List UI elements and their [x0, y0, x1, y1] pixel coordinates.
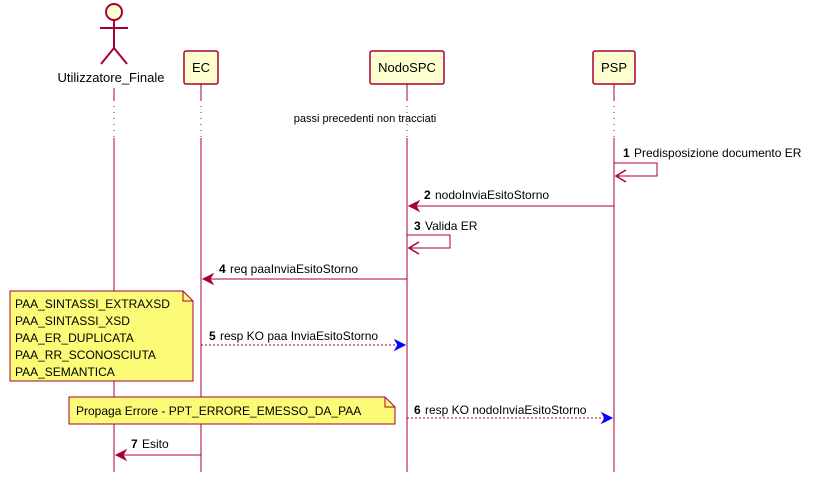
message-7-arrowhead: [114, 448, 128, 462]
actor-user: Utilizzatore_Finale: [58, 3, 165, 85]
message-5-label: resp KO paa InviaEsitoStorno: [220, 329, 378, 343]
participant-nodo: NodoSPC: [369, 50, 445, 85]
note-errors-line-4: PAA_RR_SCONOSCIUTA: [15, 348, 156, 362]
note-errors-line-2: PAA_SINTASSI_XSD: [15, 314, 130, 328]
message-1-number: 1: [623, 146, 630, 160]
note-errors-line-1: PAA_SINTASSI_EXTRAXSD: [15, 297, 170, 311]
message-6-label: resp KO nodoInviaEsitoStorno: [425, 403, 587, 417]
note-errors-line-3: PAA_ER_DUPLICATA: [15, 331, 134, 345]
note-errors-line-5: PAA_SEMANTICA: [15, 365, 115, 379]
message-5-arrowhead: [393, 338, 407, 352]
actor-head-icon: [105, 3, 123, 21]
note-errors-box: [9, 290, 194, 382]
note-propaga: Propaga Errore - PPT_ERRORE_EMESSO_DA_PA…: [68, 396, 396, 425]
message-5-number: 5: [209, 329, 216, 343]
message-4-number: 4: [219, 262, 226, 276]
message-1-line: [614, 162, 658, 177]
participant-box-psp: [592, 50, 636, 85]
message-3-label: Valida ER: [425, 219, 478, 233]
actor-leg-left: [100, 47, 115, 65]
message-4-label: req paaInviaEsitoStorno: [230, 262, 358, 276]
participant-label-psp: PSP: [601, 60, 627, 75]
participant-ec: EC: [183, 50, 219, 85]
message-2-arrowhead: [407, 199, 421, 213]
message-4-arrowhead: [201, 272, 215, 286]
participant-label-nodo: NodoSPC: [378, 60, 436, 75]
message-2: 2 nodoInviaEsitoStorno: [407, 188, 614, 213]
message-6-arrowhead: [600, 411, 614, 425]
note-propaga-fold: [384, 397, 395, 408]
participant-label-user: Utilizzatore_Finale: [58, 70, 165, 85]
divider-text: passi precedenti non tracciati: [294, 113, 436, 125]
message-3-number: 3: [414, 219, 421, 233]
actor-leg-right: [113, 47, 128, 65]
note-errors: PAA_SINTASSI_EXTRAXSD PAA_SINTASSI_XSD P…: [9, 290, 194, 382]
message-3-arrowhead: [407, 241, 420, 255]
message-4: 4 req paaInviaEsitoStorno: [201, 262, 407, 286]
message-3-line: [407, 234, 451, 249]
message-6-number: 6: [414, 403, 421, 417]
message-1: 1 Predisposizione documento ER: [614, 146, 802, 183]
message-7: 7 Esito: [114, 437, 201, 462]
message-2-number: 2: [424, 188, 431, 202]
note-propaga-line-1: Propaga Errore - PPT_ERRORE_EMESSO_DA_PA…: [76, 404, 361, 418]
note-propaga-box: [68, 396, 396, 425]
participant-psp: PSP: [592, 50, 636, 85]
message-5: 5 resp KO paa InviaEsitoStorno: [201, 329, 407, 352]
participant-box-nodo: [369, 50, 445, 85]
message-2-label: nodoInviaEsitoStorno: [435, 188, 549, 202]
participant-label-ec: EC: [192, 60, 210, 75]
message-7-number: 7: [131, 437, 138, 451]
message-3: 3 Valida ER: [407, 219, 478, 255]
note-errors-fold: [182, 291, 193, 302]
message-7-label: Esito: [142, 437, 169, 451]
message-1-label: Predisposizione documento ER: [634, 146, 802, 160]
message-6: 6 resp KO nodoInviaEsitoStorno: [407, 403, 614, 425]
participant-box-ec: [183, 50, 219, 85]
message-1-arrowhead: [614, 169, 627, 183]
